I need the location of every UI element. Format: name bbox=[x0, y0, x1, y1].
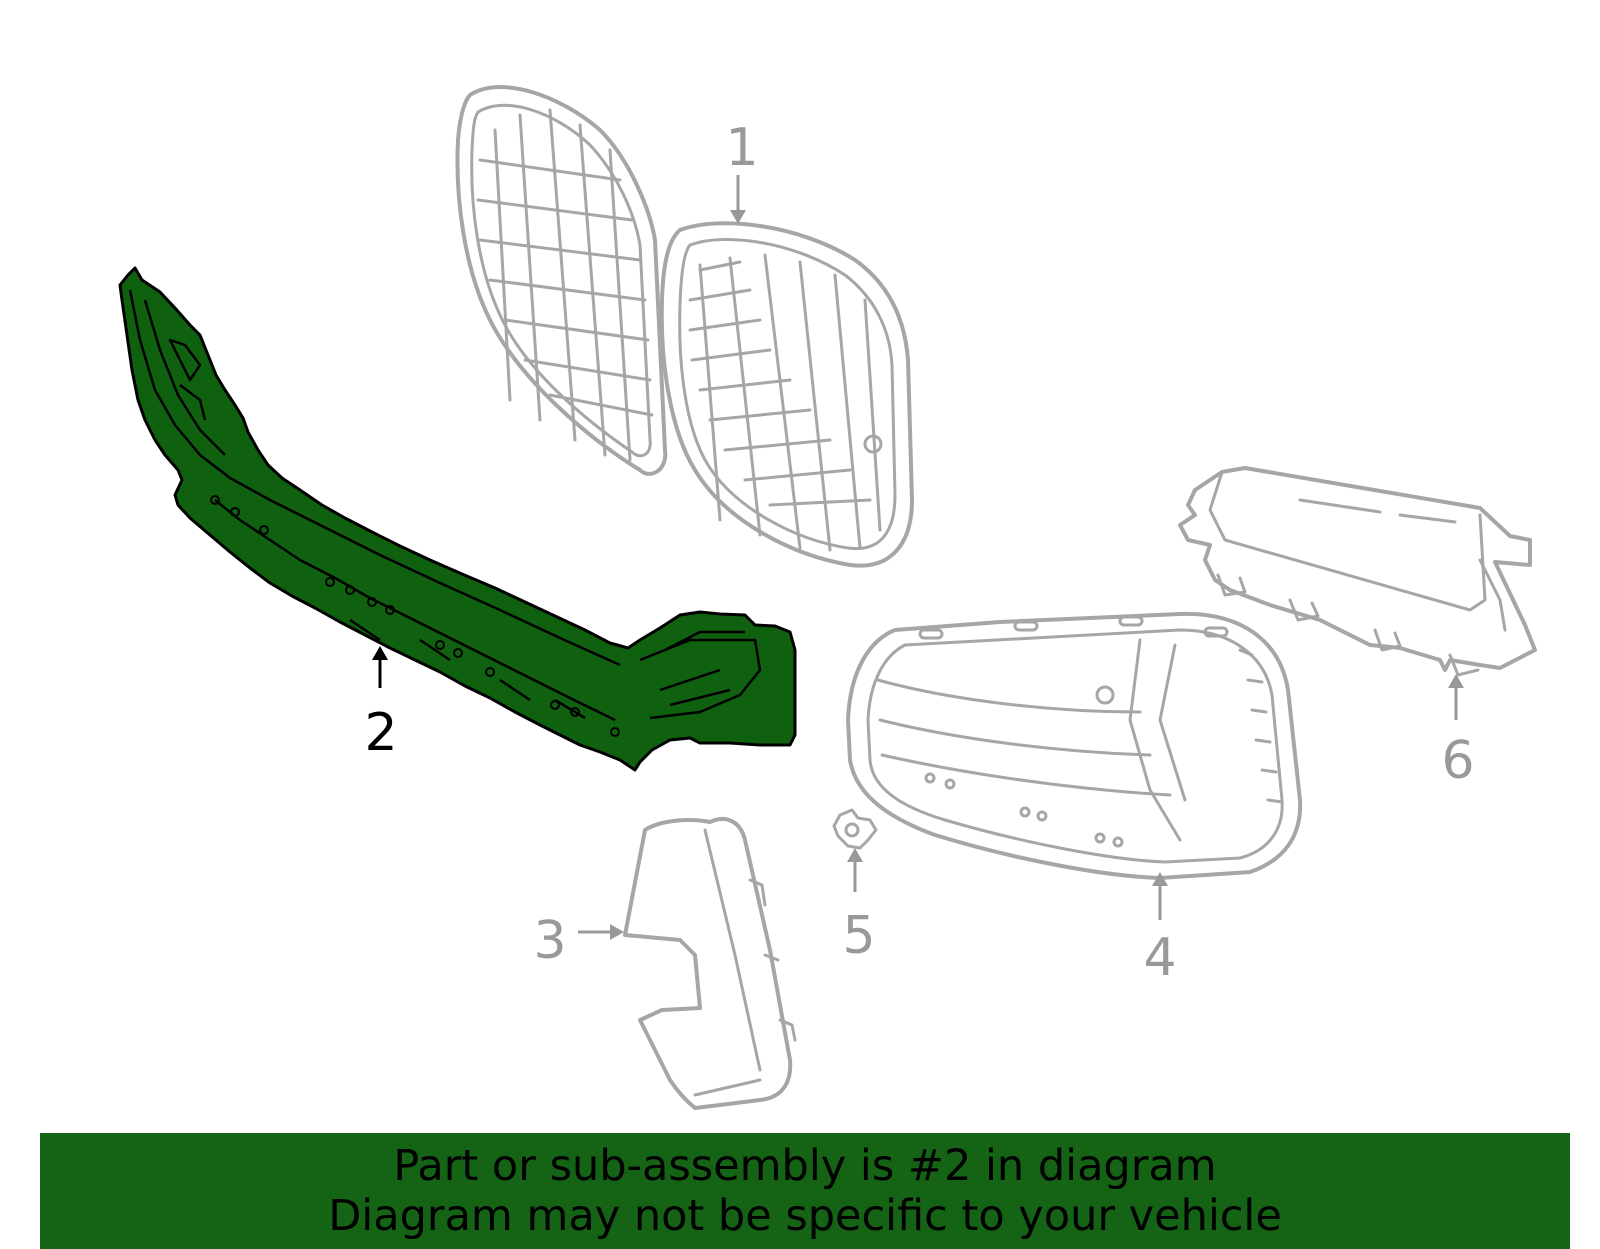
part-6-duct[interactable] bbox=[1178, 466, 1537, 677]
banner-line-1: Part or sub-assembly is #2 in diagram bbox=[393, 1141, 1217, 1191]
part-1-grille[interactable] bbox=[455, 85, 914, 568]
part-4-bezel[interactable] bbox=[846, 611, 1303, 880]
banner-line-2: Diagram may not be specific to your vehi… bbox=[328, 1191, 1282, 1241]
callout-1: 1 bbox=[725, 118, 758, 178]
callout-3: 3 bbox=[533, 911, 566, 971]
part-3-trim-cover[interactable] bbox=[623, 817, 797, 1110]
callout-6: 6 bbox=[1441, 731, 1474, 791]
callout-2: 2 bbox=[364, 703, 397, 763]
part-2-bracket[interactable] bbox=[118, 266, 797, 772]
part-5-clip[interactable] bbox=[832, 808, 878, 850]
callout-5: 5 bbox=[842, 906, 875, 966]
callout-4: 4 bbox=[1143, 928, 1176, 988]
info-banner: Part or sub-assembly is #2 in diagram Di… bbox=[40, 1133, 1570, 1249]
callout-leaders bbox=[372, 175, 1464, 940]
